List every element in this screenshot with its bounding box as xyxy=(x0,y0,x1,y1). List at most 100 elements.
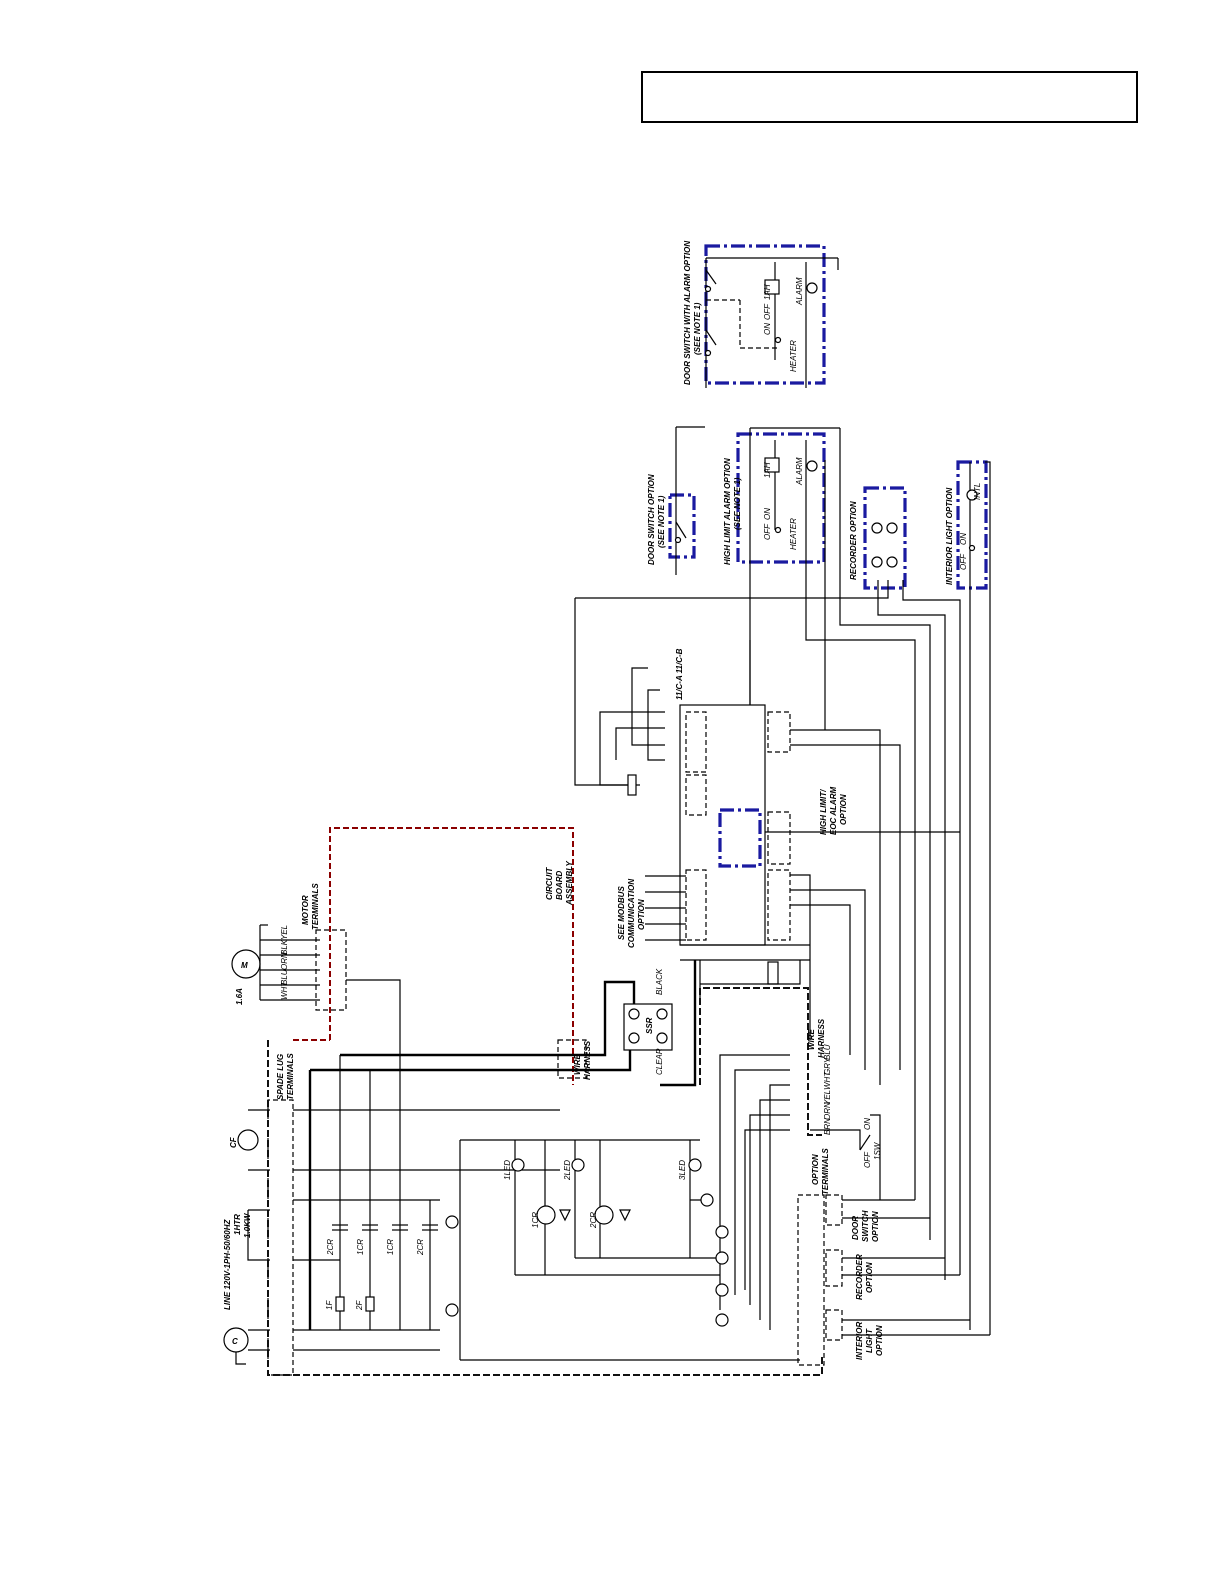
door-alarm-ah: 1AH xyxy=(763,284,772,300)
circuit-board-border xyxy=(329,827,574,1085)
door-alarm-option-border xyxy=(704,244,826,385)
hl-alarm-ah: 1AH xyxy=(763,462,772,478)
harness-color-1: BLU xyxy=(823,1044,832,1060)
door-alarm-heater: HEATER xyxy=(789,340,798,372)
motor-amps: 1.6A xyxy=(235,988,244,1005)
door-option-border xyxy=(668,493,696,559)
harness-right-label: WIRE xyxy=(807,1028,816,1050)
hl-alarm-title: HIGH LIMIT ALARM OPTION xyxy=(723,458,732,565)
harness-right-label2: HARNESS xyxy=(817,1018,826,1058)
circuit-board-label2: BOARD xyxy=(555,870,564,900)
hl-alarm-alarm: ALARM xyxy=(795,457,804,486)
wire-color-2: BLU xyxy=(280,969,289,985)
onesw-label: 1SW xyxy=(873,1141,882,1160)
hl-alarm-note: (SEE NOTE 1) xyxy=(733,477,742,530)
motor-terminals-label: MOTOR xyxy=(301,895,310,925)
door-switch-option: DOOR SWITCH OPTION (SEE NOTE 1) xyxy=(647,426,705,575)
door-alarm-title: DOOR SWITCH WITH ALARM OPTION xyxy=(683,241,692,385)
recorder-option: RECORDER OPTION xyxy=(849,486,907,590)
hl-eoc-label2: EOC ALARM xyxy=(829,787,838,835)
hl-alarm-heater: HEATER xyxy=(789,518,798,550)
hl-alarm-on: ON xyxy=(763,508,772,520)
option-wires xyxy=(574,460,991,1335)
ssr: SSR BLACK CLEAR WIRE HARNESS xyxy=(308,960,801,1330)
controller-outline xyxy=(679,704,766,946)
cf-label: CF xyxy=(229,1136,238,1148)
interior-opt3: OPTION xyxy=(875,1325,884,1356)
interior-opt2: LIGHT xyxy=(865,1328,874,1353)
hl-alarm-off: OFF xyxy=(763,523,772,540)
contact-1cr-a: 1CR xyxy=(356,1239,365,1255)
contact-2cr-a: 2CR xyxy=(326,1239,335,1256)
interior-light-option: INTERIOR LIGHT OPTION INTL OFF ON xyxy=(945,460,988,590)
hl-alarm-option-border xyxy=(736,432,826,564)
wire-harness-right: WIRE HARNESS BLU GRY WHT YEL ORN BRN OFF… xyxy=(699,987,882,1330)
spade-lug-box xyxy=(267,1099,294,1376)
tc-label: 11/C-A 11/C-B xyxy=(675,648,684,700)
contact-2cr-b: 2CR xyxy=(416,1239,425,1256)
contact-1cr-b: 1CR xyxy=(386,1239,395,1255)
hl-eoc-border xyxy=(718,808,762,868)
harness-color-4: YEL xyxy=(823,1090,832,1105)
option-terminals: OPTION TERMINALS DOOR SWITCH OPTION RECO… xyxy=(797,1148,990,1366)
interior-light-title: INTERIOR LIGHT OPTION xyxy=(945,487,954,585)
recorder-opt: RECORDER xyxy=(855,1254,864,1300)
door-alarm-note: (SEE NOTE 1) xyxy=(693,302,702,355)
circuit-board-label3: ASSEMBLY xyxy=(565,860,574,906)
door-switch-opt3: OPTION xyxy=(871,1211,880,1242)
harness-color-2: GRY xyxy=(823,1057,832,1075)
relay-1cr: 1CR xyxy=(531,1212,540,1228)
circuit-board-assembly: CIRCUIT BOARD ASSEMBLY xyxy=(329,827,574,1085)
wire-color-5: YEL xyxy=(280,925,289,940)
line-plug-letter: C xyxy=(232,1337,238,1346)
motor-letter: M xyxy=(241,961,248,970)
fuse-1f: 1F xyxy=(325,1300,334,1310)
interior-on: ON xyxy=(959,533,968,545)
led-1: 1LED xyxy=(503,1160,512,1180)
door-alarm-off: OFF xyxy=(763,303,772,320)
controller-board: 11/C-A 11/C-B HIGH LIMIT/ EOC ALARM OPTI… xyxy=(599,648,960,1085)
interior-intl: INTL xyxy=(973,483,982,500)
harness-color-5: ORN xyxy=(823,1102,832,1120)
harness-color-6: BRN xyxy=(823,1118,832,1135)
door-switch-alarm-option: DOOR SWITCH WITH ALARM OPTION (SEE NOTE … xyxy=(683,241,839,388)
hl-eoc-label: HIGH LIMIT/ xyxy=(819,789,828,835)
motor: M 1.6A MOTOR TERMINALS WHT BLU ORN BLK Y… xyxy=(231,883,401,1330)
recorder-option-border xyxy=(863,486,907,590)
circuit-board-label: CIRCUIT xyxy=(545,866,554,900)
recorder-opt2: OPTION xyxy=(865,1262,874,1293)
harness-left-label: WIRE xyxy=(573,1053,582,1075)
wire-color-1: WHT xyxy=(280,981,289,1000)
door-alarm-on: ON xyxy=(763,323,772,335)
wire-color-3: ORN xyxy=(280,952,289,970)
spade-lug-terminals: SPADE LUG TERMINALS C LINE 120V-1PH-50/6… xyxy=(223,1039,823,1376)
relays-and-leds: 1LED 2LED 3LED 1CR 2CR xyxy=(445,1139,800,1361)
interior-off: OFF xyxy=(959,553,968,570)
modbus-label2: COMMUNICATION xyxy=(627,879,636,948)
wire-color-4: BLK xyxy=(280,939,289,955)
heater-kw: 1.0KW xyxy=(243,1212,252,1238)
high-limit-alarm-option: HIGH LIMIT ALARM OPTION (SEE NOTE 1) OFF… xyxy=(723,427,841,800)
spade-lug-label2: TERMINALS xyxy=(286,1053,295,1100)
relay-2cr: 2CR xyxy=(589,1212,598,1229)
cf-fan-symbol xyxy=(237,1129,259,1151)
spade-lug-label: SPADE LUG xyxy=(276,1054,285,1100)
harness-right-border xyxy=(699,987,822,1136)
option-terminals-label: OPTION xyxy=(811,1154,820,1185)
motor-terminals-label2: TERMINALS xyxy=(311,883,320,930)
option-terminals-box xyxy=(797,1194,825,1366)
door-switch-opt: DOOR xyxy=(851,1216,860,1240)
door-switch-opt2: SWITCH xyxy=(861,1210,870,1242)
ssr-label: SSR xyxy=(645,1017,654,1034)
motor-terminals-box xyxy=(315,929,347,1011)
modbus-label3: OPTION xyxy=(637,899,646,930)
door-note: (SEE NOTE 1) xyxy=(657,495,666,548)
door-alarm-alarm: ALARM xyxy=(795,277,804,306)
recorder-title: RECORDER OPTION xyxy=(849,501,858,580)
led-3: 3LED xyxy=(678,1160,687,1180)
line-label: LINE 120V-1PH-50/60HZ xyxy=(223,1218,232,1310)
title-box xyxy=(641,71,1138,123)
harness-color-3: WHT xyxy=(823,1071,832,1090)
hl-eoc-label3: OPTION xyxy=(839,794,848,825)
